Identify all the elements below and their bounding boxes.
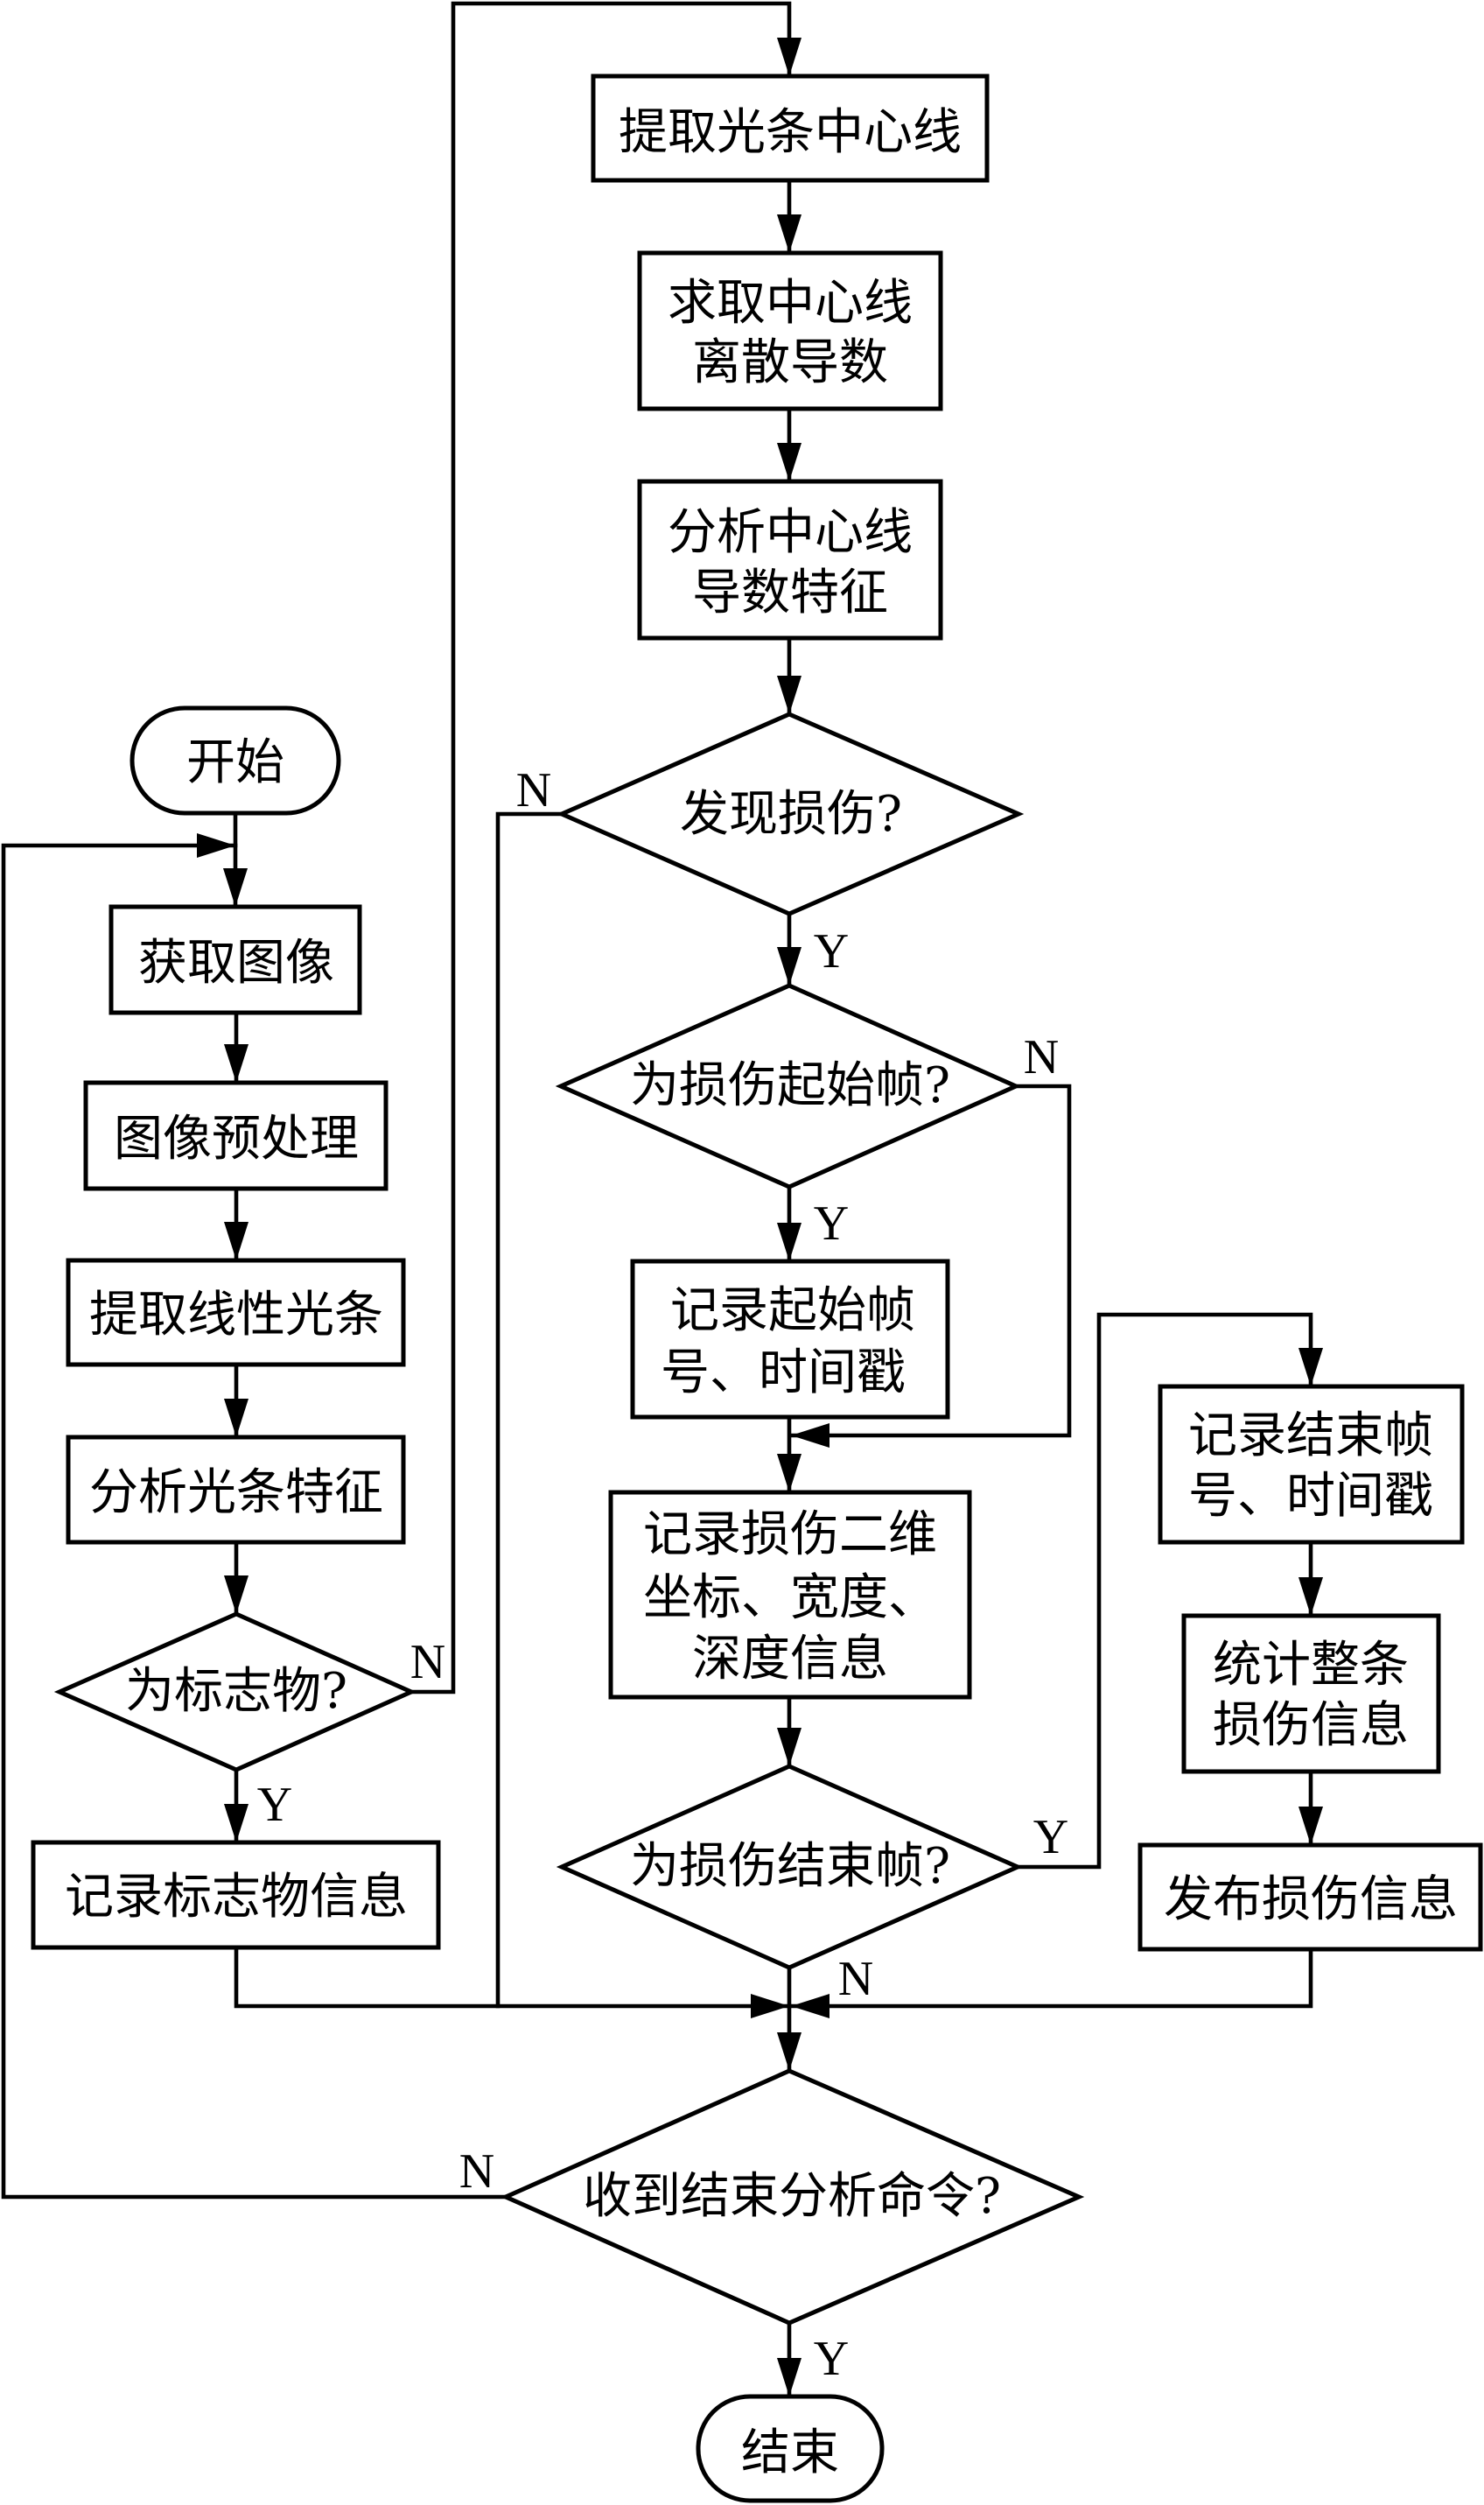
node-label-line-1: 分析中心线 xyxy=(668,504,913,561)
decision-diamond xyxy=(555,983,1022,1189)
node-label-line-1: 记录结束帧 xyxy=(1188,1407,1433,1464)
connector-is-marker-no-to-extract-centerline xyxy=(409,1,802,1695)
process-box xyxy=(1181,1613,1441,1774)
node-label: 收到结束分析命令? xyxy=(583,2168,1001,2225)
connectors xyxy=(1,1,1323,2399)
node-preprocess: 图像预处理 xyxy=(83,1080,388,1191)
branch-label-no: N xyxy=(838,1952,873,2006)
node-is-damage-end-frame: 为损伤结束帧? Y N xyxy=(556,1764,1068,2006)
branch-label-yes: Y xyxy=(1033,1810,1068,1864)
node-label-line-1: 记录起始帧 xyxy=(670,1282,915,1339)
terminal-shape xyxy=(130,705,341,816)
node-label: 图像预处理 xyxy=(114,1111,359,1168)
process-box xyxy=(1158,1384,1465,1545)
terminal-shape xyxy=(696,2394,885,2503)
node-label-line-3: 深度信息 xyxy=(692,1631,888,1688)
process-box xyxy=(66,1258,406,1367)
node-label: 提取线性光条 xyxy=(89,1287,383,1344)
node-label-line-2: 导数特征 xyxy=(692,565,888,621)
node-label: 为损伤结束帧? xyxy=(630,1838,950,1895)
node-record-start-frame: 记录起始帧 号、时间戳 xyxy=(630,1259,950,1420)
node-extract-linear-stripe: 提取线性光条 xyxy=(66,1258,406,1367)
process-box xyxy=(608,1490,972,1700)
branch-label-yes: Y xyxy=(814,924,849,979)
node-is-marker: 为标志物? N Y xyxy=(53,1611,445,1832)
node-label: 发现损伤? xyxy=(680,786,902,843)
connector-damage-found-no-to-merge xyxy=(495,811,564,2009)
node-label: 开始 xyxy=(186,734,284,791)
process-box xyxy=(31,1840,441,1950)
decision-diamond xyxy=(53,1611,417,1772)
branch-label-yes: Y xyxy=(814,1196,849,1251)
connector-end-command-no-loop-to-get-image xyxy=(1,833,508,2200)
branch-label-no: N xyxy=(516,763,551,817)
node-label-line-2: 损伤信息 xyxy=(1213,1697,1409,1754)
node-damage-found: 发现损伤? N Y xyxy=(516,712,1025,979)
process-box xyxy=(637,250,943,411)
node-summarize-damage: 统计整条 损伤信息 xyxy=(1181,1613,1441,1774)
node-extract-centerline: 提取光条中心线 xyxy=(591,74,990,183)
node-label: 获取图像 xyxy=(138,935,334,992)
node-record-end-frame: 记录结束帧 号、时间戳 xyxy=(1158,1384,1465,1545)
node-centerline-derivative: 求取中心线 离散导数 xyxy=(637,250,943,411)
node-end-command-received: 收到结束分析命令? N Y xyxy=(459,2068,1085,2386)
node-start: 开始 xyxy=(130,705,341,816)
process-box xyxy=(83,1080,388,1191)
node-get-image: 获取图像 xyxy=(108,904,362,1015)
connector-record-marker-to-merge xyxy=(234,1945,792,2018)
node-label-line-1: 记录损伤二维 xyxy=(643,1506,937,1563)
process-box xyxy=(1138,1842,1483,1952)
connector-end-frame-yes-to-record-end xyxy=(1015,1312,1323,1870)
node-is-damage-start-frame: 为损伤起始帧? N Y xyxy=(555,983,1059,1251)
connector-start-frame-no-to-record-damage xyxy=(788,1084,1072,1448)
process-box xyxy=(630,1259,950,1420)
branch-label-yes: Y xyxy=(814,2332,849,2386)
node-label: 为标志物? xyxy=(125,1663,347,1720)
node-label: 为损伤起始帧? xyxy=(630,1057,950,1114)
branch-label-no: N xyxy=(1024,1030,1059,1084)
node-publish-damage: 发布损伤信息 xyxy=(1138,1842,1483,1952)
node-record-damage-info: 记录损伤二维 坐标、宽度、 深度信息 xyxy=(608,1490,972,1700)
connector-publish-to-merge xyxy=(788,1947,1313,2018)
node-label-line-2: 离散导数 xyxy=(692,334,888,391)
process-box xyxy=(108,904,362,1015)
process-box xyxy=(637,479,943,641)
node-label: 记录标志物信息 xyxy=(65,1869,408,1926)
decision-diamond xyxy=(500,2068,1085,2326)
node-label-line-2: 号、时间戳 xyxy=(1188,1468,1433,1525)
branch-label-no: N xyxy=(410,1635,445,1689)
node-label: 结束 xyxy=(741,2424,839,2481)
node-label-line-2: 坐标、宽度、 xyxy=(643,1569,937,1626)
branch-label-no: N xyxy=(459,2144,494,2199)
node-label: 提取光条中心线 xyxy=(619,104,962,161)
node-label: 发布损伤信息 xyxy=(1164,1871,1458,1928)
node-end: 结束 xyxy=(696,2394,885,2503)
process-box xyxy=(591,74,990,183)
node-analyze-stripe-features: 分析光条特征 xyxy=(66,1435,406,1545)
process-box xyxy=(66,1435,406,1545)
node-analyze-derivative: 分析中心线 导数特征 xyxy=(637,479,943,641)
node-label-line-1: 求取中心线 xyxy=(668,275,913,332)
decision-diamond xyxy=(556,1764,1024,1970)
node-label: 分析光条特征 xyxy=(89,1464,383,1521)
node-record-marker-info: 记录标志物信息 xyxy=(31,1840,441,1950)
decision-diamond xyxy=(556,712,1025,916)
node-label-line-2: 号、时间戳 xyxy=(661,1344,906,1401)
branch-label-yes: Y xyxy=(257,1778,292,1832)
node-label-line-1: 统计整条 xyxy=(1213,1637,1409,1694)
